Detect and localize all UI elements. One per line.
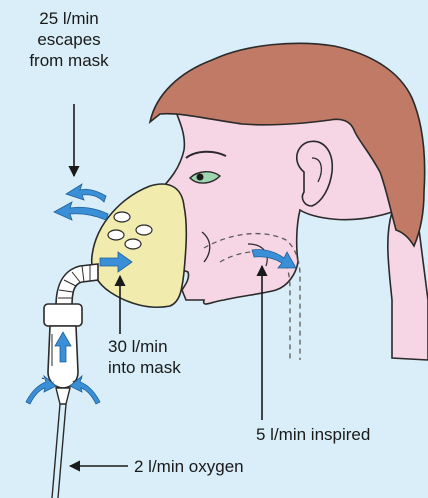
oxygen-label: 2 l/min oxygen (134, 456, 244, 477)
oxygen-supply-tube (52, 404, 66, 498)
mask-port-hole (114, 212, 130, 222)
into-mask-label-line2: into mask (108, 357, 181, 378)
escape-flow-arrow (66, 184, 106, 202)
inspired-label: 5 l/min inspired (256, 424, 370, 445)
escape-flow-arrow (54, 202, 108, 220)
corrugated-tube (56, 264, 98, 306)
mask-port-hole (108, 230, 124, 240)
venturi-nozzle (56, 388, 70, 404)
escape-label: 25 l/min escapes from mask (6, 8, 132, 71)
mask-port-hole (136, 225, 152, 235)
escape-label-line1: 25 l/min (6, 8, 132, 29)
venturi-collar (44, 304, 82, 326)
into-mask-label: 30 l/min into mask (108, 336, 181, 378)
into-mask-label-line1: 30 l/min (108, 336, 181, 357)
escape-label-line3: from mask (6, 50, 132, 71)
escape-label-line2: escapes (6, 29, 132, 50)
mask-port-hole (125, 239, 141, 249)
